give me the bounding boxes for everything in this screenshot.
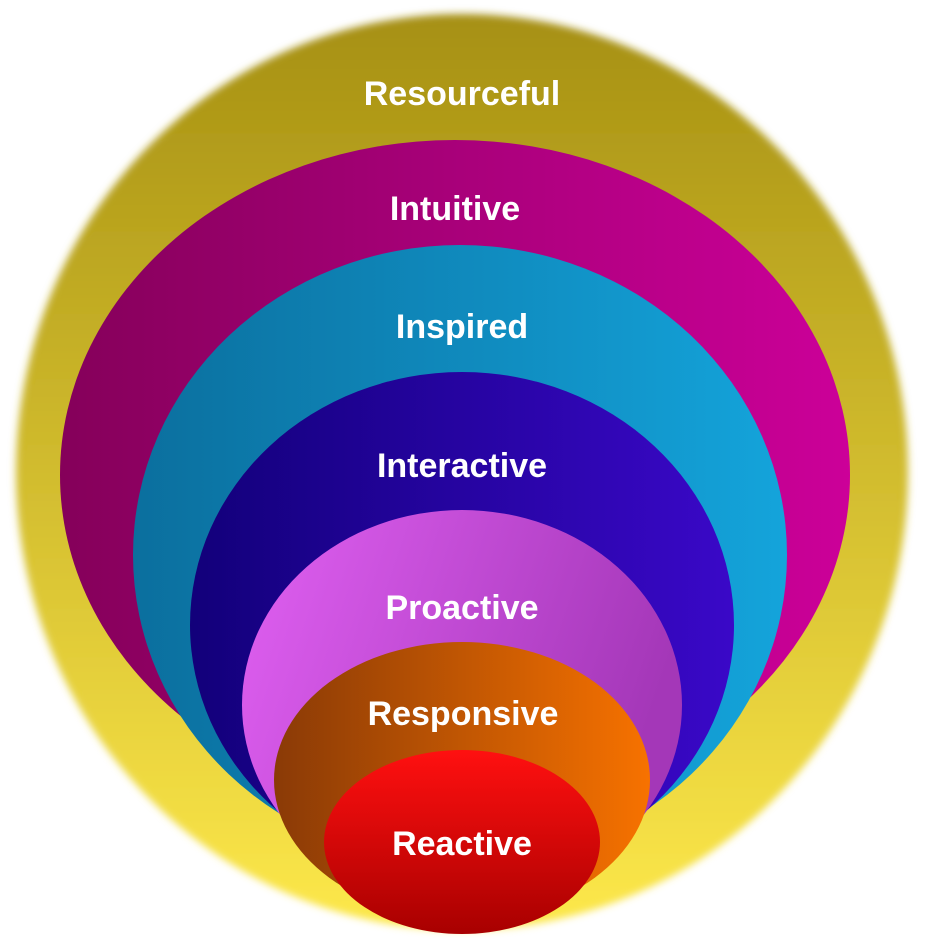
layer-reactive: Reactive [324, 750, 600, 934]
layer-interactive-label: Interactive [377, 447, 547, 485]
layer-inspired-label: Inspired [396, 308, 528, 346]
layer-reactive-shape [324, 750, 600, 934]
layer-proactive-label: Proactive [385, 589, 538, 627]
layer-resourceful-label: Resourceful [364, 75, 561, 113]
layer-reactive-label: Reactive [392, 825, 532, 863]
layer-responsive-label: Responsive [368, 695, 559, 733]
layer-intuitive-label: Intuitive [390, 190, 520, 228]
